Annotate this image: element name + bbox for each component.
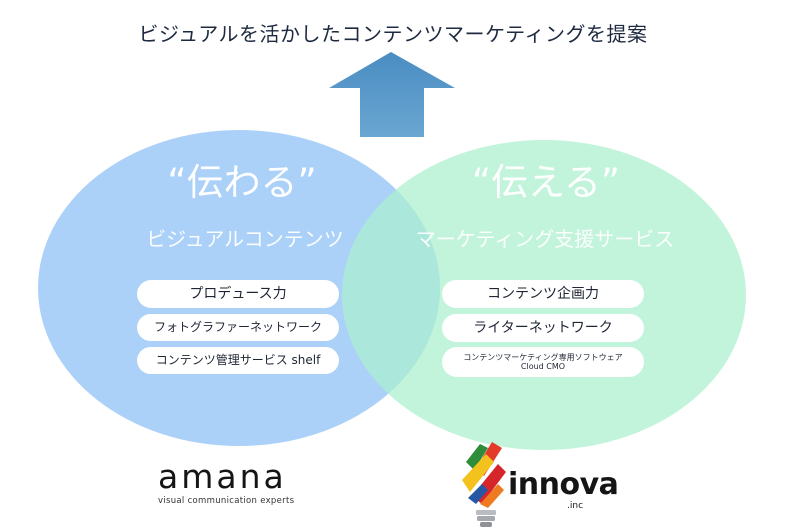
right-subheading: マーケティング支援サービス [415,227,675,251]
right-item-cloud-cmo-line1: コンテンツマーケティング専用ソフトウェア [463,352,623,362]
left-item-production: プロデュース力 [137,280,339,308]
amana-logo: amana visual communication experts [158,460,318,506]
innova-wordmark: innova [508,467,619,502]
left-item-shelf: コンテンツ管理サービス shelf [137,347,339,374]
innova-bulb-icon [462,442,506,527]
right-item-planning: コンテンツ企画力 [442,280,644,308]
diagram-title: ビジュアルを活かしたコンテンツマーケティングを提案 [138,22,648,46]
amana-tagline: visual communication experts [158,496,295,506]
right-item-cloud-cmo-line2: Cloud CMO [520,362,566,371]
left-subheading: ビジュアルコンテンツ [146,227,344,251]
left-item-photographer-network: フォトグラファーネットワーク [137,314,339,341]
up-arrow-icon [329,52,455,137]
right-item-writer-network: ライターネットワーク [442,314,644,342]
innova-inc-label: .inc [567,501,584,511]
right-item-cloud-cmo: コンテンツマーケティング専用ソフトウェア Cloud CMO [442,347,644,377]
amana-wordmark: amana [158,457,287,496]
right-heading: “伝える” [471,161,621,204]
left-heading: “伝わる” [167,161,317,204]
